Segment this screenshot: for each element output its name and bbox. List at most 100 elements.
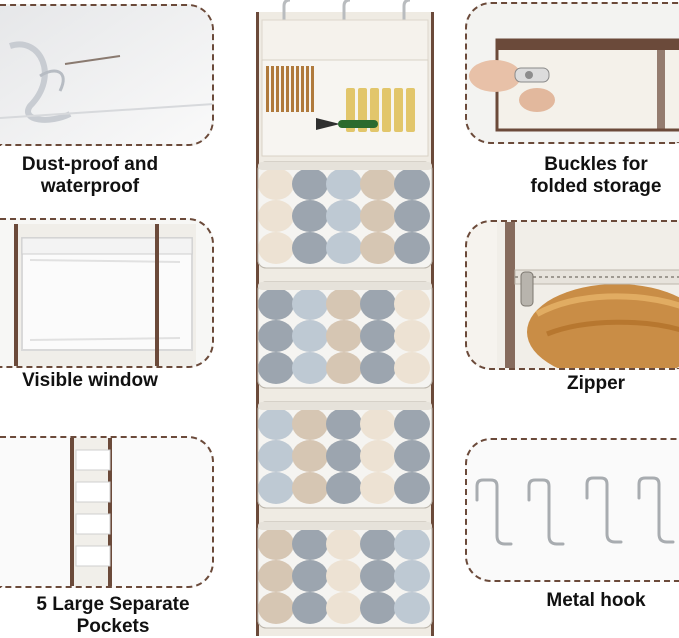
- zipper-photo: [465, 220, 679, 370]
- yarn-ball: [258, 408, 294, 440]
- yarn-ball: [394, 200, 430, 232]
- yarn-ball: [258, 320, 294, 352]
- yarn-ball: [394, 232, 430, 264]
- yarn-ball: [258, 200, 294, 232]
- yarn-pocket: [257, 281, 433, 389]
- hands-fastening-buckle-icon: [469, 38, 679, 132]
- zipper-closeup-with-yarn-icon: [497, 222, 679, 368]
- yarn-ball: [292, 560, 328, 592]
- yarn-ball: [360, 168, 396, 200]
- yarn-ball: [258, 528, 294, 560]
- yarn-ball: [292, 352, 328, 384]
- yarn-ball: [292, 472, 328, 504]
- yarn-ball: [326, 320, 362, 352]
- yarn-ball: [360, 528, 396, 560]
- crochet-hook: [266, 66, 269, 112]
- yarn-ball: [360, 320, 396, 352]
- yarn-ball: [394, 592, 430, 624]
- yarn-ball: [394, 408, 430, 440]
- yarn-ball: [258, 592, 294, 624]
- yarn-ball: [394, 168, 430, 200]
- yarn-ball: [326, 560, 362, 592]
- yarn-ball: [360, 200, 396, 232]
- crochet-hook: [276, 66, 279, 112]
- yarn-ball: [292, 200, 328, 232]
- yarn-ball: [258, 352, 294, 384]
- yarn-ball: [360, 472, 396, 504]
- yarn-ball: [292, 408, 328, 440]
- metal-over-door-hooks-icon: [475, 476, 675, 546]
- zipper-caption: Zipper: [498, 373, 679, 395]
- yarn-ball: [292, 592, 328, 624]
- ergonomic-hook: [394, 88, 403, 132]
- yarn-ball: [326, 352, 362, 384]
- pockets-photo: [0, 436, 214, 588]
- crochet-hook: [271, 66, 274, 112]
- yarn-ball: [360, 232, 396, 264]
- scissors-icon: [316, 118, 378, 130]
- yarn-ball: [326, 528, 362, 560]
- over-door-hanging-organizer-icon: [256, 0, 434, 636]
- yarn-ball: [360, 352, 396, 384]
- buckles-photo: [465, 2, 679, 144]
- clear-fabric-fold-icon: [0, 6, 212, 144]
- yarn-ball: [326, 440, 362, 472]
- yarn-ball: [258, 232, 294, 264]
- stacked-pockets-strip-icon: [70, 438, 112, 586]
- yarn-ball: [360, 560, 396, 592]
- dust-proof-line2: waterproof: [40, 176, 140, 197]
- buckles-line1: Buckles for: [544, 154, 648, 175]
- yarn-ball: [394, 560, 430, 592]
- yarn-ball: [360, 408, 396, 440]
- yarn-ball: [360, 440, 396, 472]
- visible-window-caption: Visible window: [0, 370, 180, 392]
- crochet-hook: [291, 66, 294, 112]
- crochet-hook: [301, 66, 304, 112]
- yarn-ball: [394, 440, 430, 472]
- metal-hook-caption: Metal hook: [498, 590, 679, 612]
- yarn-ball: [292, 288, 328, 320]
- yarn-ball: [394, 528, 430, 560]
- yarn-pocket: [257, 401, 433, 509]
- yarn-ball: [326, 592, 362, 624]
- zipper-line1: Zipper: [566, 373, 626, 394]
- pockets-caption: 5 Large Separate Pockets: [0, 594, 226, 638]
- crochet-hooks-icon: [266, 66, 415, 132]
- yarn-ball: [326, 232, 362, 264]
- metal-hook-line1: Metal hook: [546, 590, 646, 611]
- yarn-ball: [258, 168, 294, 200]
- clear-pocket-window-icon: [14, 224, 196, 366]
- pockets-line1: 5 Large Separate: [36, 594, 190, 615]
- yarn-ball: [326, 408, 362, 440]
- yarn-ball: [258, 560, 294, 592]
- yarn-pocket: [257, 521, 433, 629]
- yarn-ball: [394, 472, 430, 504]
- dust-proof-line1: Dust-proof and: [21, 154, 159, 175]
- crochet-hook: [306, 66, 309, 112]
- yarn-ball: [394, 288, 430, 320]
- yarn-ball: [258, 472, 294, 504]
- pockets-line2: Pockets: [76, 616, 150, 637]
- crochet-hook: [286, 66, 289, 112]
- yarn-ball: [360, 288, 396, 320]
- yarn-pocket: [257, 161, 433, 269]
- yarn-ball: [326, 472, 362, 504]
- yarn-ball: [258, 288, 294, 320]
- metal-hook-photo: [465, 438, 679, 582]
- yarn-ball: [292, 320, 328, 352]
- visible-window-photo: [0, 218, 214, 368]
- crochet-hook: [281, 66, 284, 112]
- crochet-hook: [296, 66, 299, 112]
- yarn-ball: [326, 168, 362, 200]
- yarn-ball: [258, 440, 294, 472]
- ergonomic-hook: [406, 88, 415, 132]
- dust-proof-caption: Dust-proof and waterproof: [0, 154, 180, 198]
- crochet-hook: [311, 66, 314, 112]
- yarn-ball: [326, 288, 362, 320]
- yarn-ball: [326, 200, 362, 232]
- yarn-ball: [292, 440, 328, 472]
- dust-proof-photo: [0, 4, 214, 146]
- yarn-ball: [394, 352, 430, 384]
- buckles-caption: Buckles for folded storage: [498, 154, 679, 198]
- visible-window-line1: Visible window: [22, 370, 158, 391]
